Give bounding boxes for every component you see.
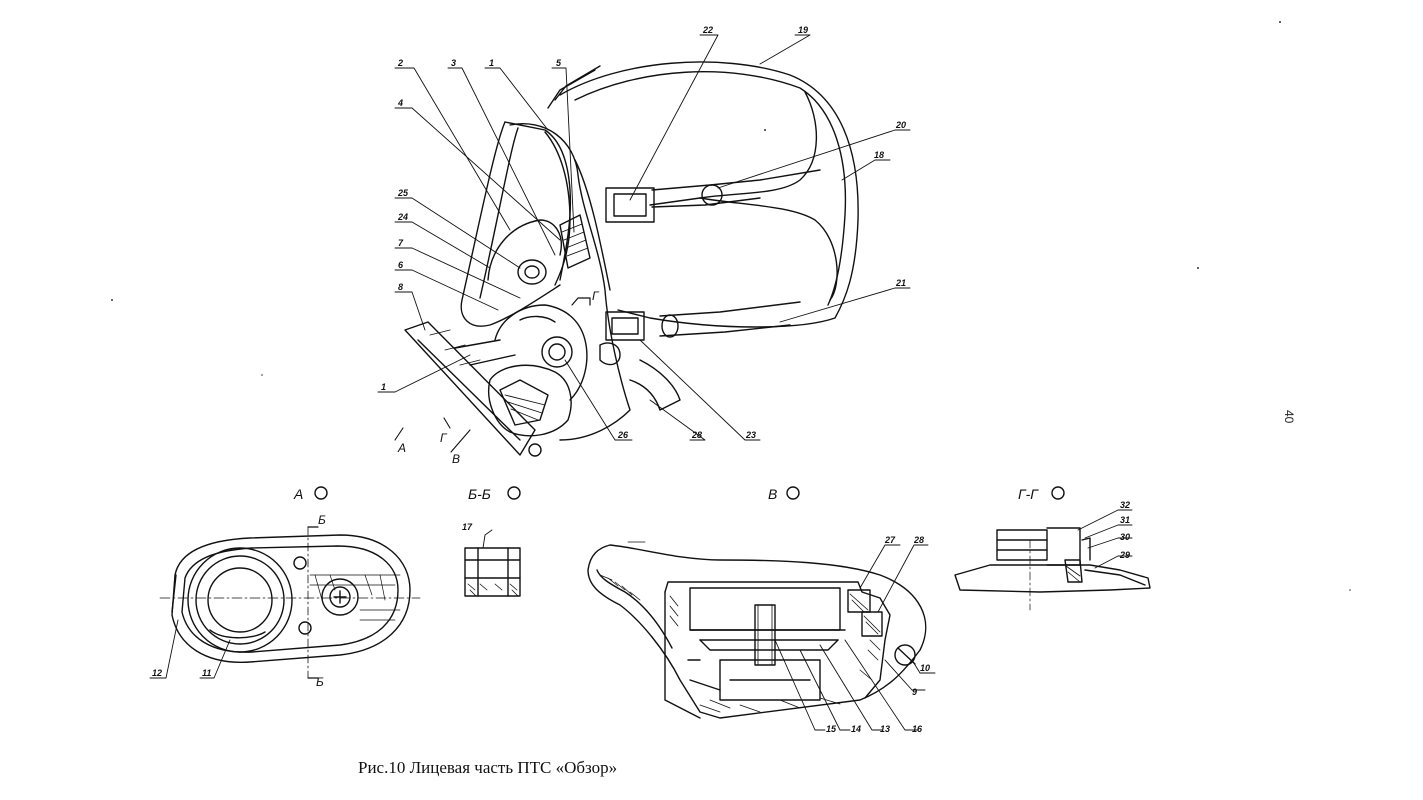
view-bb-section [464, 529, 521, 597]
view-mark-a: А [397, 441, 406, 455]
callout-label: 9 [912, 687, 917, 697]
view-a-valve-top [149, 526, 421, 679]
callout-label: 30 [1120, 532, 1130, 542]
callout-label: 2 [397, 58, 403, 68]
callout-label: 3 [451, 58, 456, 68]
callout-label: 23 [745, 430, 756, 440]
callout-label: 22 [702, 25, 713, 35]
callout-label: 1 [489, 58, 494, 68]
callout-label: 32 [1120, 500, 1130, 510]
callout-label: 16 [912, 724, 923, 734]
view-v-circle-icon [786, 486, 800, 500]
view-mark-g: Г [592, 289, 600, 303]
callout-label: 27 [884, 535, 896, 545]
technical-drawing: А Б-Б В Г-Г 2 3 1 5 22 19 4 20 18 25 24 … [111, 21, 1351, 734]
callout-label: 29 [1119, 550, 1130, 560]
callout-label: 28 [913, 535, 924, 545]
view-gg-circle-icon [1051, 486, 1065, 500]
callout-label: 7 [398, 238, 404, 248]
callout-label: 4 [397, 98, 403, 108]
callout-label: 8 [398, 282, 403, 292]
callout-label: 6 [398, 260, 404, 270]
callout-label: 14 [851, 724, 861, 734]
callout-label: 19 [798, 25, 808, 35]
callout-label: 13 [880, 724, 890, 734]
callout-label: 15 [826, 724, 837, 734]
page-number: 40 [1282, 410, 1296, 424]
callout-label: 11 [202, 668, 211, 678]
scan-specks [111, 21, 1351, 591]
view-bb-title: Б-Б [468, 486, 491, 502]
callout-label: 26 [617, 430, 629, 440]
callout-label: 5 [556, 58, 562, 68]
view-mark-v: В [452, 452, 460, 466]
view-mark-g: Г [440, 431, 448, 445]
view-a-circle-icon [314, 486, 328, 500]
callout-label: 24 [397, 212, 408, 222]
figure-caption: Рис.10 Лицевая часть ПТС «Обзор» [358, 758, 618, 777]
callout-label: 28 [691, 430, 702, 440]
callout-label: 25 [397, 188, 409, 198]
section-mark-b: Б [316, 675, 324, 689]
view-gg-section [954, 509, 1151, 611]
view-bb-circle-icon [507, 486, 521, 500]
callout-label: 10 [920, 663, 930, 673]
callout-label: 1 [381, 382, 386, 392]
callout-label: 20 [895, 120, 906, 130]
callout-label: 31 [1120, 515, 1130, 525]
view-v-title: В [768, 486, 777, 502]
callout-label: 12 [152, 668, 162, 678]
section-mark-b: Б [318, 513, 326, 527]
view-v-section [587, 541, 936, 731]
view-gg-title: Г-Г [1018, 486, 1039, 502]
mask-side-view [377, 34, 911, 457]
view-a-title: А [293, 486, 303, 502]
callout-label: 17 [462, 522, 473, 532]
callout-label: 18 [874, 150, 884, 160]
callout-label: 21 [895, 278, 906, 288]
